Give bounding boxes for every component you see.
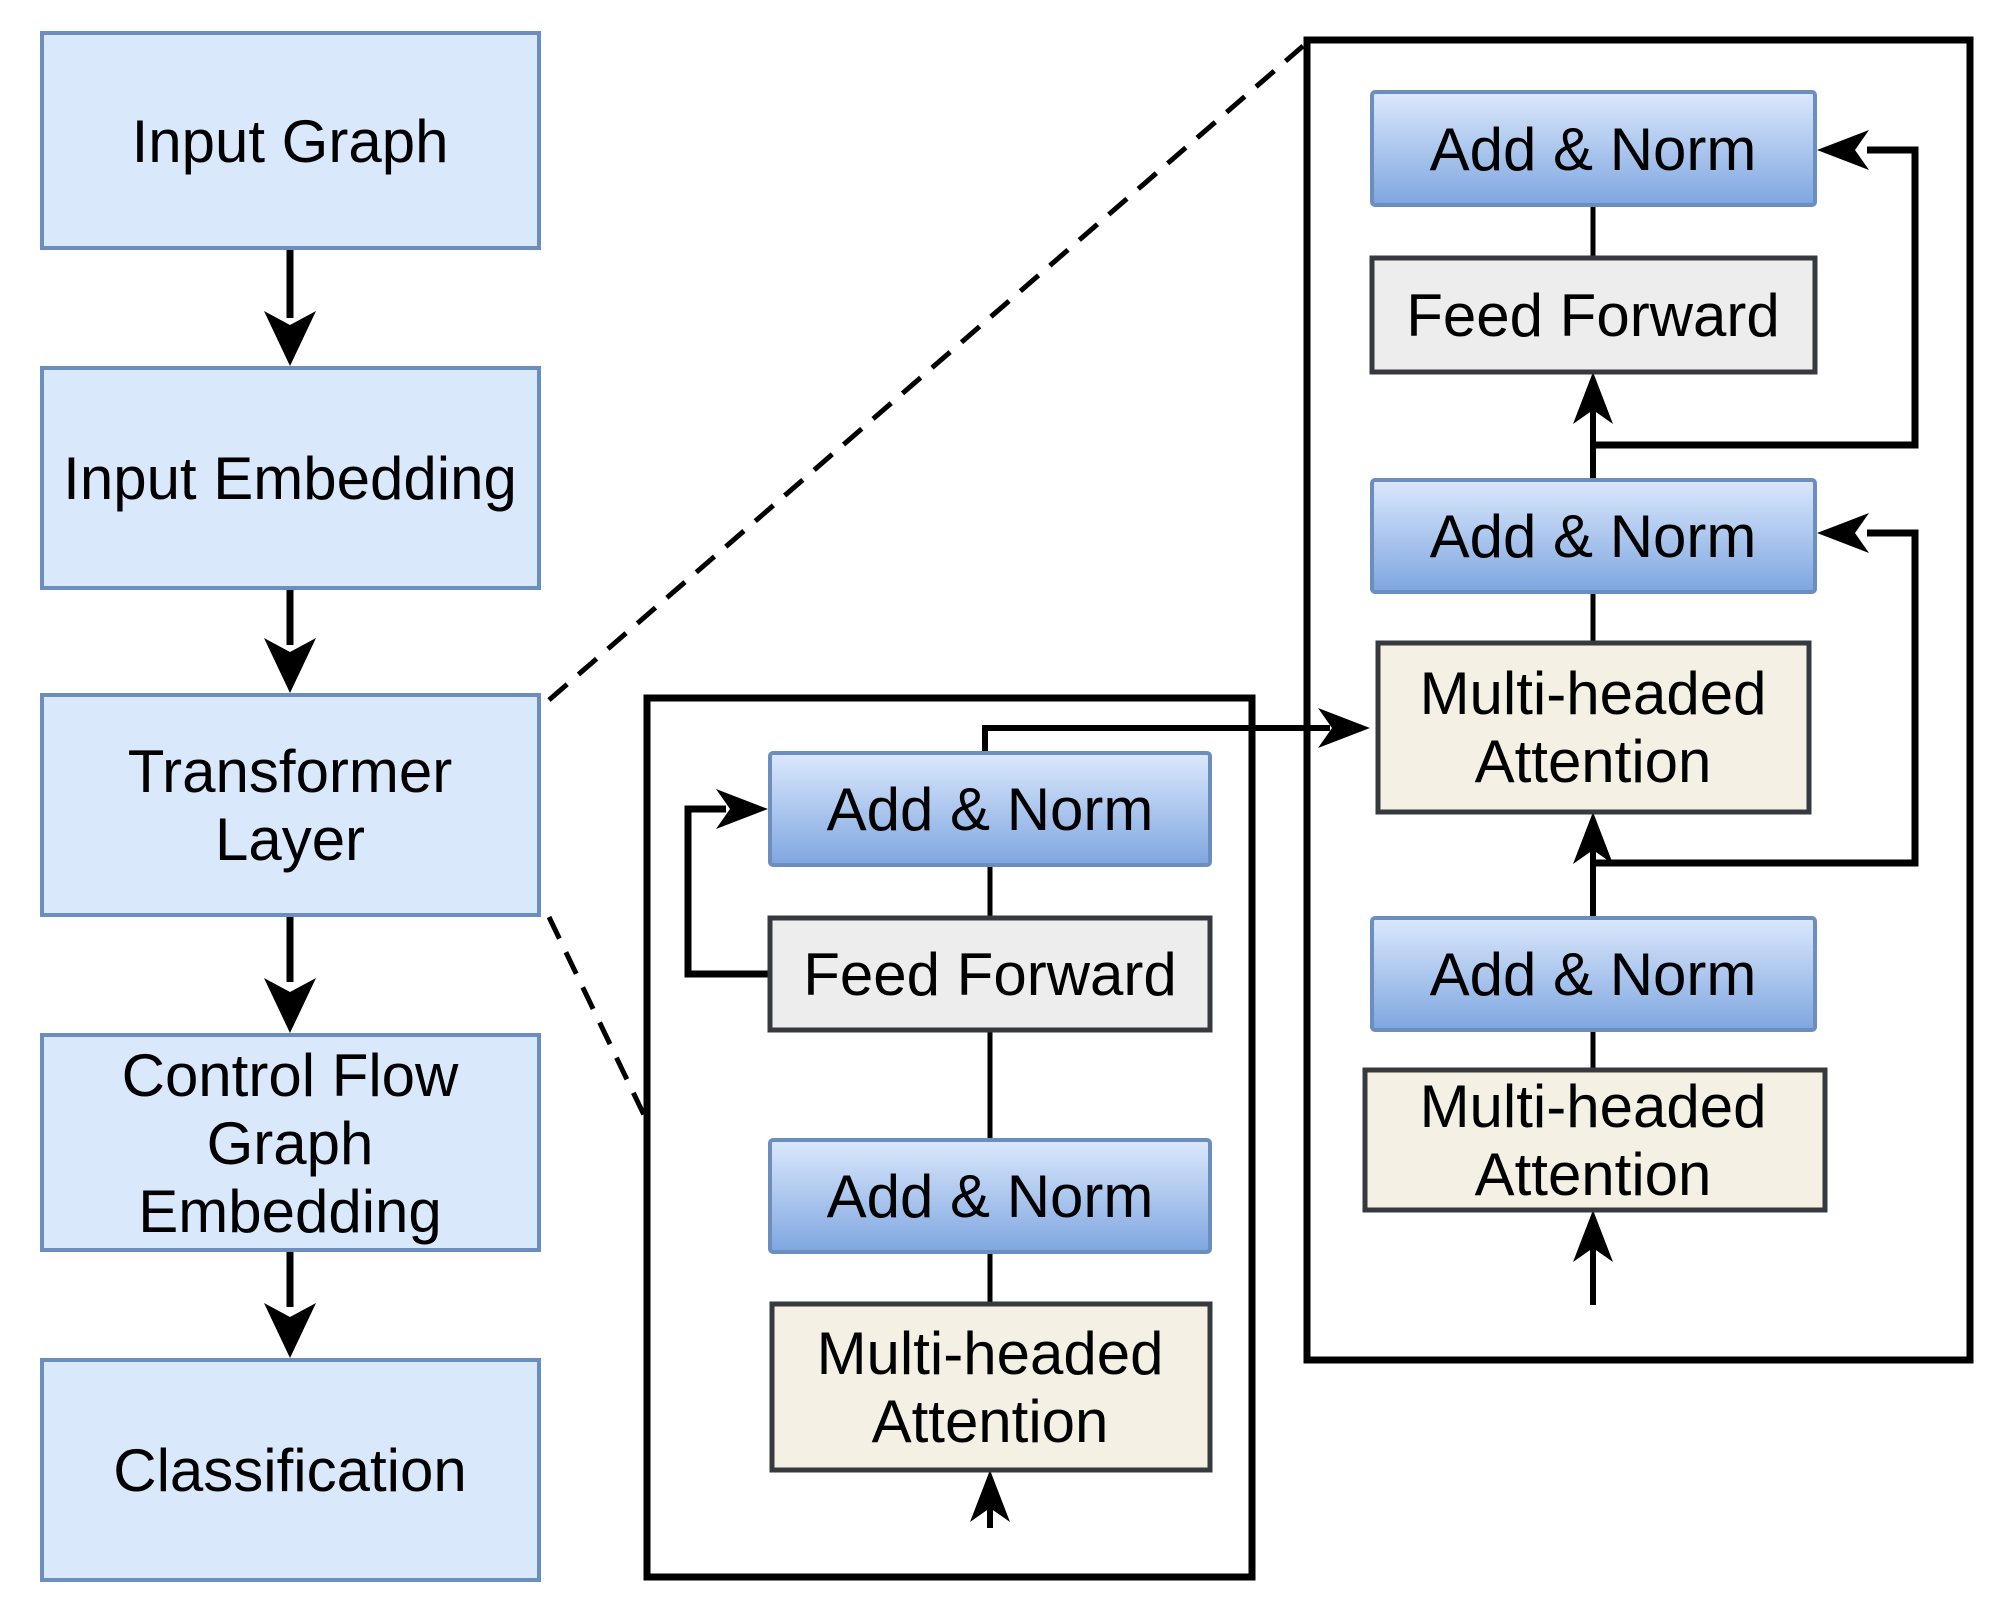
detail2-multi-headed-attention-mid-label-line1: Multi-headed [1420, 660, 1767, 727]
detail2-feed-forward [1369, 255, 1818, 375]
node-input-graph [40, 31, 541, 250]
dashed-connector-transformer-to-expanded-panel [547, 44, 1305, 702]
node-control-flow-graph-embedding [40, 1033, 541, 1252]
detail1-feed-forward [767, 915, 1213, 1033]
detail2-input-arrow-head [1573, 1210, 1613, 1262]
detail1-panel-border [643, 694, 1256, 1581]
detail1-residual-feedforward-to-addnorm [684, 805, 770, 978]
detail2-multi-headed-attention-bottom-label-line1: Multi-headed [1420, 1073, 1767, 1140]
detail1-add-norm-bottom [768, 1138, 1212, 1254]
detail1-residual-arrow-head [716, 789, 768, 829]
node-classification [40, 1358, 541, 1582]
detail1-output-line-to-expanded-attention [982, 725, 1330, 753]
detail2-add-norm-1-label: Add & Norm [1430, 116, 1757, 183]
detail2-arrow-addnorm3-to-attention-mid-head [1573, 812, 1613, 864]
detail1-feed-forward-label: Feed Forward [803, 941, 1176, 1008]
detail2-multi-headed-attention-bottom-label-line2: Attention [1475, 1141, 1712, 1208]
detail1-add-norm-top [768, 751, 1212, 867]
detail2-residual-to-addnorm2 [1593, 529, 1919, 867]
node-transformer-layer-label-line2: Layer [215, 806, 365, 873]
detail1-add-norm-top-label: Add & Norm [827, 776, 1154, 843]
transformer-layer-detail-panel: Add & Norm Feed Forward Add & Norm Multi… [643, 694, 1370, 1581]
detail2-residual-to-addnorm1-head [1817, 130, 1869, 170]
node-transformer-layer-label-line1: Transformer [128, 738, 453, 805]
pipeline-flowchart: Input Graph Input Embedding Transformer … [40, 31, 541, 1582]
transformer-layer-expanded-panel: Add & Norm Feed Forward Add & Norm Multi… [1303, 36, 1974, 1364]
detail1-multi-headed-attention [769, 1301, 1213, 1473]
node-cfg-label-line3: Embedding [138, 1178, 442, 1245]
detail2-residual-to-addnorm1 [1593, 146, 1919, 449]
arrow-embedding-to-transformer-head [264, 638, 316, 693]
detail2-add-norm-2 [1370, 478, 1817, 594]
node-classification-label: Classification [113, 1437, 466, 1504]
arrow-input-graph-to-embedding-head [264, 311, 316, 366]
detail2-multi-headed-attention-mid-label-line2: Attention [1475, 728, 1712, 795]
detail1-output-arrow-head [1318, 708, 1370, 748]
detail2-add-norm-1 [1370, 90, 1817, 207]
detail2-residual-to-addnorm2-head [1817, 513, 1869, 553]
arrow-cfg-to-classification-head [264, 1303, 316, 1358]
arrow-transformer-to-cfg-head [264, 978, 316, 1033]
detail2-panel-border [1303, 36, 1974, 1364]
node-input-embedding-label: Input Embedding [63, 445, 517, 512]
detail2-arrow-addnorm2-to-feedforward-head [1573, 372, 1613, 424]
detail2-add-norm-3-label: Add & Norm [1430, 941, 1757, 1008]
node-cfg-label-line2: Graph [207, 1110, 374, 1177]
detail2-add-norm-3 [1370, 916, 1817, 1032]
node-input-embedding [40, 366, 541, 590]
detail2-multi-headed-attention-bottom [1362, 1067, 1828, 1213]
dashed-connector-transformer-to-detail-panel [546, 915, 647, 1117]
detail1-multi-headed-attention-label-line1: Multi-headed [817, 1320, 1164, 1387]
detail1-input-arrow-head [970, 1470, 1010, 1522]
detail2-add-norm-2-label: Add & Norm [1430, 503, 1757, 570]
node-input-graph-label: Input Graph [132, 108, 449, 175]
detail2-multi-headed-attention-mid [1375, 640, 1812, 815]
node-transformer-layer [40, 693, 541, 917]
detail2-feed-forward-label: Feed Forward [1406, 282, 1779, 349]
node-cfg-label-line1: Control Flow [122, 1042, 459, 1109]
detail1-multi-headed-attention-label-line2: Attention [872, 1388, 1109, 1455]
detail1-add-norm-bottom-label: Add & Norm [827, 1163, 1154, 1230]
